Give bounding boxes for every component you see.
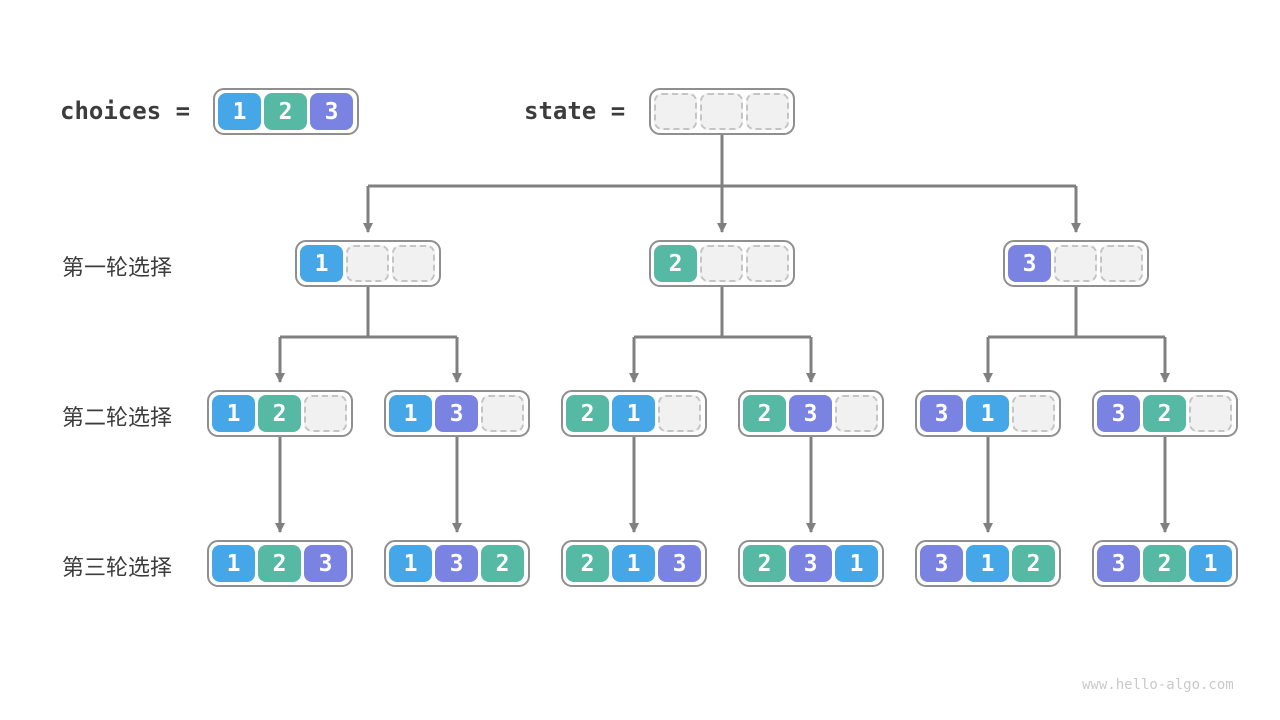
empty-cell: [654, 93, 697, 130]
value-cell-3: 3: [789, 545, 832, 582]
value-cell-2: 2: [1012, 545, 1055, 582]
value-cell-1: 1: [1189, 545, 1232, 582]
value-cell-3: 3: [1097, 545, 1140, 582]
empty-cell: [1100, 245, 1143, 282]
empty-cell: [700, 93, 743, 130]
empty-cell: [746, 93, 789, 130]
value-cell-3: 3: [920, 545, 963, 582]
value-cell-1: 1: [218, 93, 261, 130]
value-cell-1: 1: [835, 545, 878, 582]
state-array-box: [649, 88, 795, 135]
node-box-round1-3: 3: [1003, 240, 1149, 287]
value-cell-1: 1: [966, 395, 1009, 432]
value-cell-2: 2: [258, 395, 301, 432]
value-cell-3: 3: [658, 545, 701, 582]
row-label-round-2: 第二轮选择: [62, 405, 173, 430]
value-cell-1: 1: [300, 245, 343, 282]
value-cell-2: 2: [566, 545, 609, 582]
value-cell-2: 2: [743, 395, 786, 432]
value-cell-1: 1: [389, 545, 432, 582]
value-cell-1: 1: [966, 545, 1009, 582]
value-cell-1: 1: [212, 545, 255, 582]
value-cell-2: 2: [743, 545, 786, 582]
value-cell-3: 3: [435, 545, 478, 582]
row-label-round-3: 第三轮选择: [62, 555, 173, 580]
value-cell-1: 1: [212, 395, 255, 432]
empty-cell: [700, 245, 743, 282]
empty-cell: [1189, 395, 1232, 432]
value-cell-3: 3: [1008, 245, 1051, 282]
value-cell-2: 2: [264, 93, 307, 130]
empty-cell: [1054, 245, 1097, 282]
value-cell-2: 2: [258, 545, 301, 582]
value-cell-1: 1: [612, 395, 655, 432]
value-cell-3: 3: [1097, 395, 1140, 432]
value-cell-3: 3: [304, 545, 347, 582]
value-cell-2: 2: [566, 395, 609, 432]
value-cell-3: 3: [789, 395, 832, 432]
value-cell-2: 2: [1143, 395, 1186, 432]
watermark: www.hello-algo.com: [1082, 677, 1234, 693]
empty-cell: [1012, 395, 1055, 432]
empty-cell: [835, 395, 878, 432]
value-cell-1: 1: [612, 545, 655, 582]
empty-cell: [392, 245, 435, 282]
empty-cell: [746, 245, 789, 282]
value-cell-2: 2: [481, 545, 524, 582]
empty-cell: [304, 395, 347, 432]
value-cell-2: 2: [1143, 545, 1186, 582]
node-box-round1-1: 1: [295, 240, 441, 287]
node-box-round1-2: 2: [649, 240, 795, 287]
value-cell-3: 3: [920, 395, 963, 432]
state-label: state =: [524, 97, 626, 125]
value-cell-3: 3: [310, 93, 353, 130]
value-cell-1: 1: [389, 395, 432, 432]
empty-cell: [481, 395, 524, 432]
choices-label: choices =: [60, 97, 191, 125]
value-cell-2: 2: [654, 245, 697, 282]
empty-cell: [346, 245, 389, 282]
empty-cell: [658, 395, 701, 432]
value-cell-3: 3: [435, 395, 478, 432]
row-label-round-1: 第一轮选择: [62, 255, 173, 280]
